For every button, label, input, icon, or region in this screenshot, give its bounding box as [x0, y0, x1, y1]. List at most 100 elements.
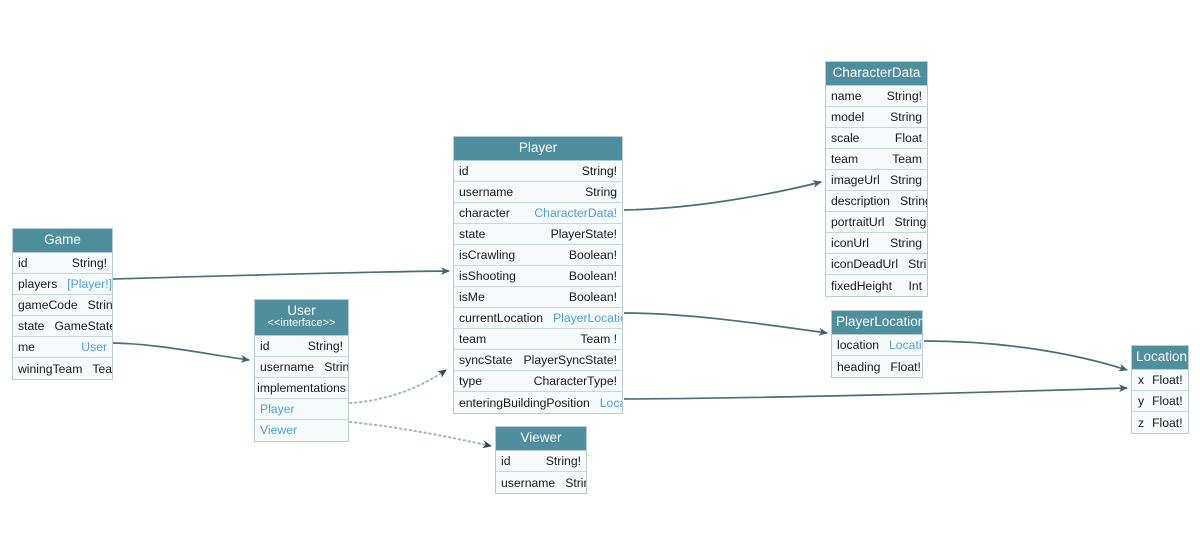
entity-player-title: Player — [454, 137, 622, 162]
entity-user-implementation-player[interactable]: Player — [255, 398, 348, 420]
field-type: Team — [892, 152, 922, 167]
section-label: implementations — [257, 380, 346, 395]
entity-viewer-field-row[interactable]: username String — [496, 472, 586, 494]
entity-user[interactable]: User <<interface>> id String! username S… — [254, 299, 349, 442]
entity-game-field-row[interactable]: id String! — [13, 253, 112, 275]
entity-playerlocation-field-row[interactable]: heading Float! — [832, 356, 922, 378]
field-name: description — [831, 194, 890, 209]
entity-game-field-row[interactable]: me User — [13, 337, 112, 359]
field-type: Float! — [1152, 373, 1183, 388]
edge-game-me-to-user — [112, 342, 250, 363]
entity-player-field-row[interactable]: isShooting Boolean! — [454, 266, 622, 288]
entity-game-field-row[interactable]: state GameState! — [13, 316, 112, 338]
entity-user-stereotype: <<interface>> — [267, 317, 336, 330]
field-name: name — [831, 89, 862, 104]
field-type: GameState! — [54, 319, 112, 334]
entity-characterdata-field-row[interactable]: iconUrl String — [826, 233, 927, 255]
entity-viewer[interactable]: Viewer id String! username String — [495, 426, 587, 495]
field-type: Team ! — [580, 332, 617, 347]
field-type: String! — [87, 298, 112, 313]
field-type: String — [890, 110, 922, 125]
field-type: Team — [92, 361, 112, 376]
field-name: location — [837, 338, 880, 353]
entity-player-field-row[interactable]: username String — [454, 182, 622, 204]
field-name: iconDeadUrl — [831, 257, 899, 272]
entity-location[interactable]: Location x Float! y Float! z Float! — [1131, 345, 1189, 435]
field-type: Boolean! — [568, 290, 617, 305]
entity-characterdata-field-row[interactable]: portraitUrl String — [826, 212, 927, 234]
edge-user-implements-viewer — [349, 421, 492, 449]
field-name: iconUrl — [831, 236, 869, 251]
entity-user-field-row[interactable]: id String! — [255, 335, 348, 357]
field-name: scale — [831, 131, 860, 146]
field-name: type — [459, 374, 483, 389]
field-type[interactable]: Location! — [889, 338, 922, 353]
entity-playerlocation-field-row[interactable]: location Location! — [832, 335, 922, 357]
field-name: gameCode — [18, 298, 78, 313]
entity-player-field-row[interactable]: type CharacterType! — [454, 371, 622, 393]
field-type[interactable]: User — [81, 340, 107, 355]
field-type[interactable]: CharacterData! — [534, 206, 617, 221]
field-name: me — [18, 340, 35, 355]
field-type: String! — [581, 164, 617, 179]
field-type: String — [324, 359, 348, 374]
entity-player-field-row[interactable]: character CharacterData! — [454, 203, 622, 225]
field-name: id — [18, 256, 28, 271]
field-name: username — [501, 475, 556, 490]
implementation-name[interactable]: Viewer — [260, 423, 298, 438]
field-name: winingTeam — [18, 361, 83, 376]
entity-viewer-field-row[interactable]: id String! — [496, 451, 586, 473]
entity-characterdata[interactable]: CharacterData name String! model String … — [825, 61, 928, 298]
entity-characterdata-title: CharacterData — [826, 62, 927, 87]
entity-player-field-row[interactable]: id String! — [454, 161, 622, 183]
entity-game-field-row[interactable]: gameCode String! — [13, 295, 112, 317]
entity-game-field-row[interactable]: winingTeam Team — [13, 358, 112, 380]
field-type: String — [894, 215, 927, 230]
entity-characterdata-field-row[interactable]: scale Float — [826, 128, 927, 150]
field-name: character — [459, 206, 510, 221]
entity-characterdata-field-row[interactable]: iconDeadUrl String — [826, 254, 927, 276]
field-type: Float! — [1152, 415, 1183, 430]
field-name: isMe — [459, 290, 485, 305]
entity-player-field-row[interactable]: team Team ! — [454, 329, 622, 351]
entity-characterdata-field-row[interactable]: name String! — [826, 86, 927, 108]
field-type: Boolean! — [568, 248, 617, 263]
edge-playerlocation-location-to-location — [923, 340, 1128, 372]
entity-characterdata-field-row[interactable]: imageUrl String — [826, 170, 927, 192]
edge-user-implements-player — [349, 369, 447, 404]
field-type: String — [908, 257, 927, 272]
field-type[interactable]: [Player!] — [67, 277, 112, 292]
field-type: Float! — [890, 359, 921, 374]
field-name: model — [831, 110, 865, 125]
edge-game-players-to-player — [112, 267, 450, 280]
entity-player-field-row[interactable]: state PlayerState! — [454, 224, 622, 246]
entity-user-field-row[interactable]: username String — [255, 356, 348, 378]
entity-location-field-row[interactable]: x Float! — [1132, 370, 1188, 392]
entity-location-field-row[interactable]: z Float! — [1132, 412, 1188, 434]
implementation-name[interactable]: Player — [260, 401, 295, 416]
entity-user-implementation-viewer[interactable]: Viewer — [255, 419, 348, 441]
entity-player[interactable]: Player id String! username String charac… — [453, 136, 623, 415]
entity-playerlocation[interactable]: PlayerLocation location Location! headin… — [831, 310, 925, 379]
entity-game[interactable]: Game id String! players [Player!] gameCo… — [12, 228, 113, 381]
entity-characterdata-field-row[interactable]: fixedHeight Int — [826, 275, 927, 297]
entity-location-field-row[interactable]: y Float! — [1132, 391, 1188, 413]
entity-characterdata-field-row[interactable]: model String — [826, 107, 927, 129]
field-name: state — [459, 227, 486, 242]
edge-player-character-to-characterdata — [623, 180, 822, 211]
entity-player-field-row[interactable]: isMe Boolean! — [454, 287, 622, 309]
field-type: Boolean! — [568, 269, 617, 284]
entity-player-field-row[interactable]: isCrawling Boolean! — [454, 245, 622, 267]
entity-characterdata-field-row[interactable]: description String — [826, 191, 927, 213]
field-type: String! — [886, 89, 922, 104]
entity-characterdata-field-row[interactable]: team Team — [826, 149, 927, 171]
entity-game-field-row[interactable]: players [Player!] — [13, 274, 112, 296]
field-name: fixedHeight — [831, 278, 892, 293]
entity-player-field-row[interactable]: enteringBuildingPosition Location — [454, 392, 622, 414]
entity-player-field-row[interactable]: syncState PlayerSyncState! — [454, 350, 622, 372]
field-type[interactable]: Location — [599, 395, 622, 410]
field-name: z — [1138, 415, 1145, 430]
entity-player-field-row[interactable]: currentLocation PlayerLocation! — [454, 308, 622, 330]
field-type[interactable]: PlayerLocation! — [553, 311, 622, 326]
